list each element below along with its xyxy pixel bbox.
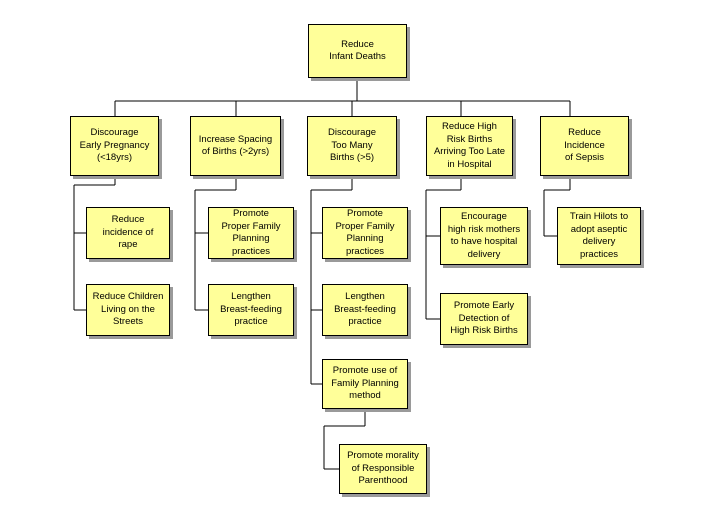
node-promote-family-planning-method: Promote use of Family Planning method (322, 359, 408, 409)
node-reduce-high-risk-births: Reduce High Risk Births Arriving Too Lat… (426, 116, 513, 176)
node-promote-responsible-parenthood: Promote morality of Responsible Parentho… (339, 444, 427, 494)
node-reduce-children-on-streets: Reduce Children Living on the Streets (86, 284, 170, 336)
node-promote-early-detection: Promote Early Detection of High Risk Bir… (440, 293, 528, 345)
node-promote-family-planning-practices-2: Promote Proper Family Planning practices (322, 207, 408, 259)
node-encourage-hospital-delivery: Encourage high risk mothers to have hosp… (440, 207, 528, 265)
node-promote-family-planning-practices-1: Promote Proper Family Planning practices (208, 207, 294, 259)
node-increase-spacing-of-births: Increase Spacing of Births (>2yrs) (190, 116, 281, 176)
node-lengthen-breast-feeding-1: Lengthen Breast-feeding practice (208, 284, 294, 336)
node-reduce-infant-deaths: Reduce Infant Deaths (308, 24, 407, 78)
node-reduce-incidence-of-sepsis: Reduce Incidence of Sepsis (540, 116, 629, 176)
node-train-hilots: Train Hilots to adopt aseptic delivery p… (557, 207, 641, 265)
node-lengthen-breast-feeding-2: Lengthen Breast-feeding practice (322, 284, 408, 336)
node-reduce-incidence-of-rape: Reduce incidence of rape (86, 207, 170, 259)
node-discourage-early-pregnancy: Discourage Early Pregnancy (<18yrs) (70, 116, 159, 176)
node-discourage-too-many-births: Discourage Too Many Births (>5) (307, 116, 397, 176)
